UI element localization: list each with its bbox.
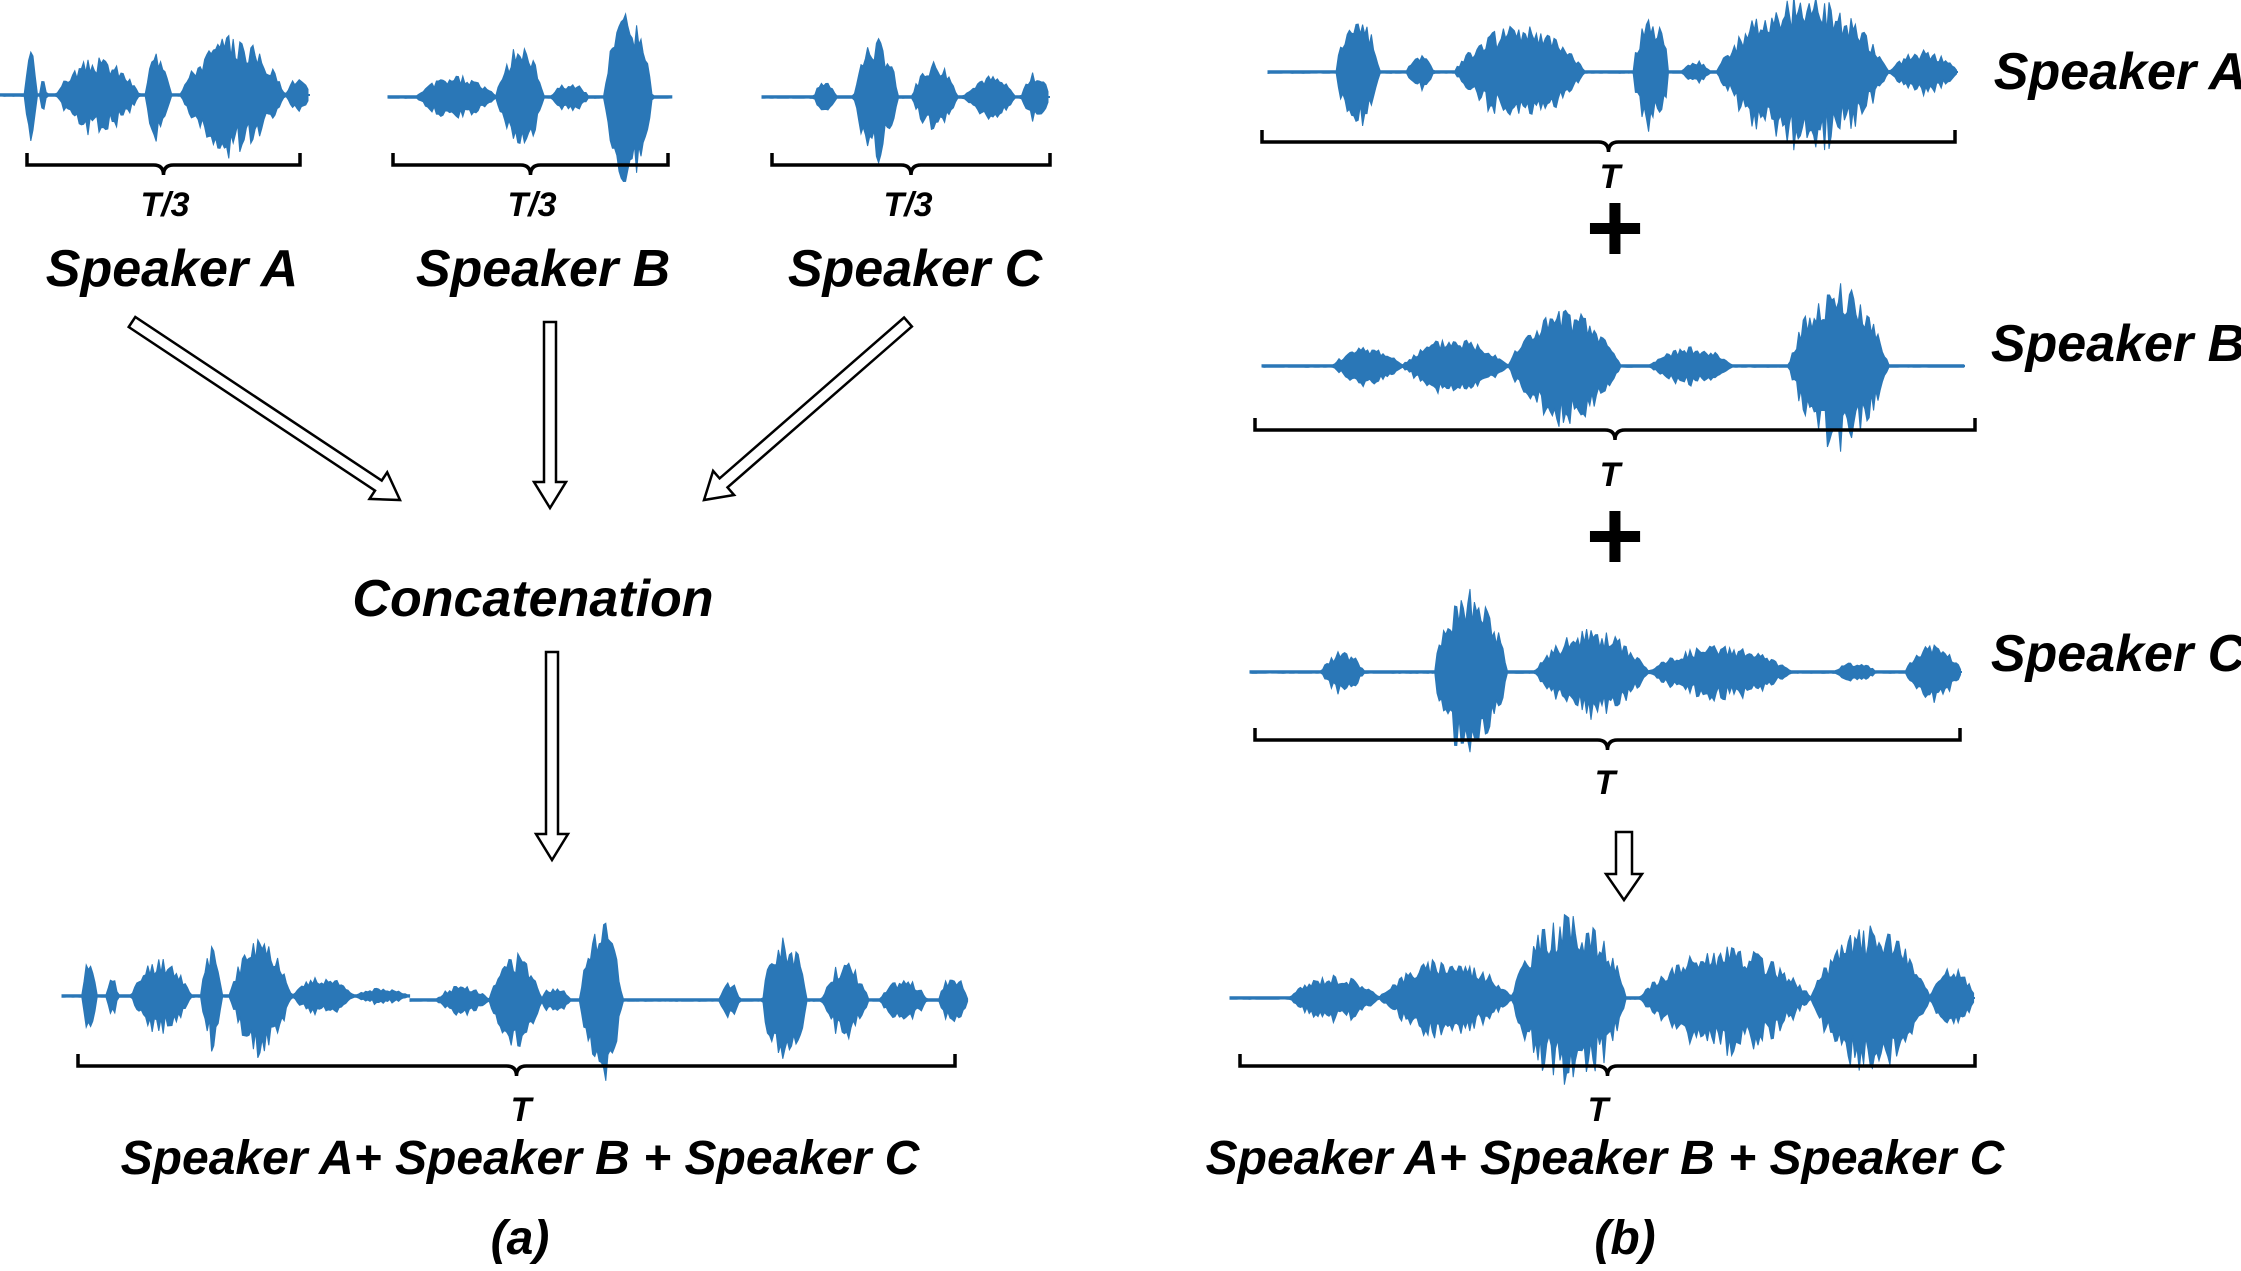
- b-brace-output: [1238, 1054, 1977, 1077]
- a-output-duration: T: [510, 1091, 532, 1129]
- a-waveform-output-part-a: [61, 938, 411, 1058]
- a-duration-speaker-b: T/3: [507, 186, 557, 224]
- a-label-speaker-b: Speaker B: [415, 240, 671, 298]
- b-plus-1: +: [1585, 172, 1645, 284]
- b-waveform-speaker-c: [1249, 588, 1962, 753]
- a-arrow-from-speaker-c: [702, 315, 914, 502]
- a-waveform-speaker-a: [0, 34, 309, 159]
- b-label-speaker-a: Speaker A: [1993, 43, 2241, 101]
- b-output-label: Speaker A+ Speaker B + Speaker C: [1205, 1132, 2005, 1185]
- b-caption: (b): [1594, 1212, 1656, 1265]
- b-brace-speaker-b: [1253, 418, 1977, 441]
- b-plus-2: +: [1585, 480, 1645, 592]
- a-duration-speaker-a: T/3: [140, 186, 190, 224]
- b-brace-speaker-a: [1260, 130, 1957, 153]
- a-arrow-from-speaker-b: [531, 320, 569, 511]
- a-waveform-output-part-c: [674, 937, 969, 1059]
- a-arrow-from-speaker-a: [126, 315, 402, 502]
- a-brace-speaker-c: [770, 153, 1052, 176]
- b-arrow-to-output: [1603, 830, 1645, 903]
- a-arrow-to-output: [533, 650, 571, 863]
- a-caption: (a): [490, 1212, 550, 1265]
- b-label-speaker-c: Speaker C: [1990, 625, 2241, 683]
- b-duration-speaker-c: T: [1594, 764, 1616, 802]
- flow-arrows: [126, 315, 1645, 903]
- a-duration-speaker-c: T/3: [883, 186, 933, 224]
- duration-braces: [25, 130, 1977, 1077]
- a-label-speaker-a: Speaker A: [45, 240, 299, 298]
- a-concatenation-label: Concatenation: [352, 570, 714, 628]
- a-waveform-output-part-b: [409, 922, 675, 1081]
- b-duration-speaker-b: T: [1599, 456, 1621, 494]
- a-brace-output: [76, 1054, 957, 1077]
- a-brace-speaker-a: [25, 153, 302, 176]
- a-brace-speaker-b: [391, 153, 670, 176]
- waveforms: [0, 0, 1975, 1085]
- b-waveform-output: [1229, 913, 1975, 1085]
- b-label-speaker-b: Speaker B: [1990, 315, 2241, 373]
- a-output-label: Speaker A+ Speaker B + Speaker C: [120, 1132, 920, 1185]
- b-waveform-speaker-a: [1267, 0, 1958, 151]
- b-waveform-speaker-b: [1261, 283, 1965, 452]
- a-waveform-speaker-c: [761, 37, 1049, 165]
- b-brace-speaker-c: [1253, 728, 1962, 751]
- b-output-duration: T: [1587, 1091, 1609, 1129]
- a-label-speaker-c: Speaker C: [787, 240, 1043, 298]
- b-duration-speaker-a: T: [1599, 158, 1621, 196]
